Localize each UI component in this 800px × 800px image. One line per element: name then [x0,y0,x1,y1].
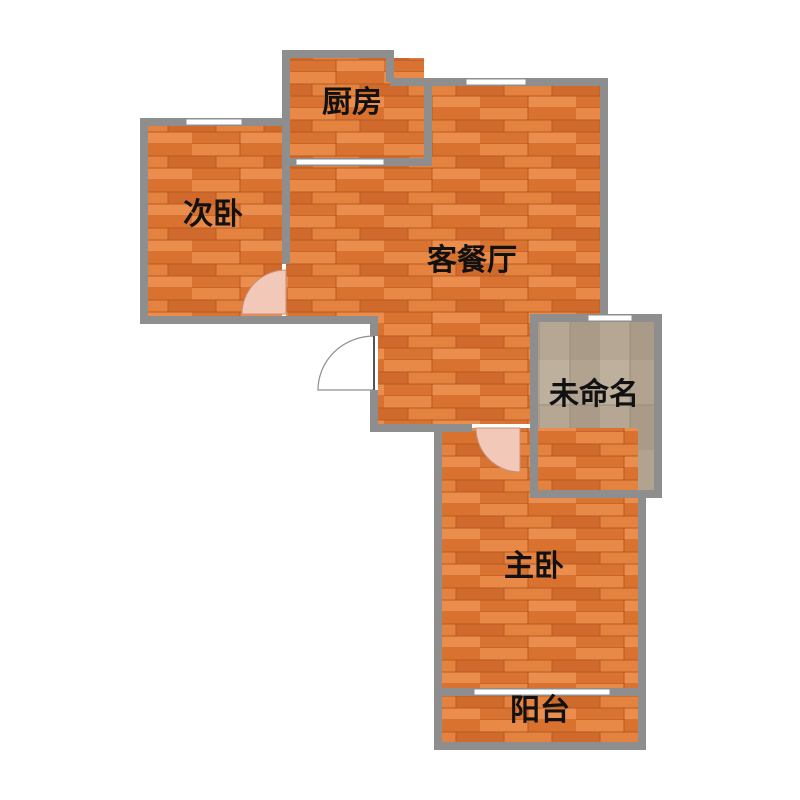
label-kitchen: 厨房 [322,85,382,120]
living-wall-top [390,78,608,318]
window-kitchen-pass [295,158,385,166]
entry-wall-lower [370,390,440,432]
label-master-bedroom: 主卧 [504,549,564,584]
doors [241,269,521,473]
door-master-bedroom [475,427,521,473]
master-bedroom-floor [442,428,638,690]
label-living-dining: 客餐厅 [427,243,517,278]
master-wall [434,424,646,750]
room-kitchen [290,58,424,162]
room-master-bedroom [442,428,638,690]
living-dining-floor [286,86,600,424]
window-living-top [465,78,527,86]
label-unnamed: 未命名 [549,377,639,412]
room-labels: 厨房 次卧 客餐厅 未命名 主卧 阳台 [183,85,639,728]
window-balcony [473,688,611,696]
windows [185,78,633,696]
entry-wall [286,316,378,336]
kitchen-wall [282,50,394,162]
room-balcony [442,694,638,742]
window-second-bedroom [185,118,243,126]
kitchen-floor [290,58,424,162]
balcony-floor [442,694,638,742]
label-second-bedroom: 次卧 [183,197,243,232]
door-second-bedroom [241,269,287,315]
room-living-dining [286,86,600,424]
window-unnamed [587,314,633,322]
label-balcony: 阳台 [510,693,570,728]
door-entrance [317,335,375,391]
